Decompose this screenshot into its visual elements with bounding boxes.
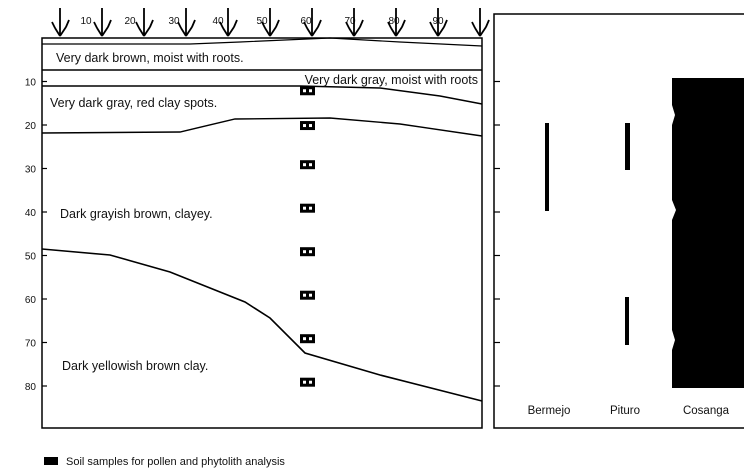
column-label-pituro: Pituro — [610, 405, 640, 417]
boundary-layer1-top — [42, 37, 483, 47]
top-tick-label: 40 — [212, 16, 224, 27]
depth-tick-label: 70 — [25, 339, 37, 350]
legend: Soil samples for pollen and phytolith an… — [44, 456, 285, 468]
layer-label-very-dark-gray-clay: Very dark gray, red clay spots. — [50, 96, 217, 110]
root-mark — [471, 8, 490, 37]
root-mark — [429, 8, 448, 37]
bermejo-bar — [545, 123, 549, 211]
soil-sample-marker — [300, 203, 315, 213]
root-mark — [261, 8, 280, 37]
root-mark — [135, 8, 154, 37]
legend-text: Soil samples for pollen and phytolith an… — [66, 456, 285, 468]
depth-tick-label: 80 — [25, 382, 37, 393]
phases-frame — [493, 13, 744, 429]
top-tick-label: 20 — [124, 16, 136, 27]
soil-sample-marker — [300, 334, 315, 344]
depth-tick-label: 60 — [25, 295, 37, 306]
sample-markers — [300, 86, 315, 387]
soil-sample-marker — [300, 247, 315, 257]
depth-tick-label: 30 — [25, 165, 37, 176]
root-mark — [387, 8, 406, 37]
top-tick-label: 30 — [168, 16, 180, 27]
layer-label-dark-grayish-brown: Dark grayish brown, clayey. — [60, 207, 213, 221]
depth-tick-label: 50 — [25, 252, 37, 263]
top-tick-label: 80 — [388, 16, 400, 27]
boundary-layer2 — [42, 85, 483, 105]
column-label-cosanga: Cosanga — [683, 405, 730, 417]
pituro-bar-upper — [625, 123, 630, 170]
phases-depth-ticks — [494, 80, 500, 387]
layer-label-dark-yellowish-brown: Dark yellowish brown clay. — [62, 359, 208, 373]
soil-sample-marker — [300, 290, 315, 300]
soil-sample-marker — [300, 160, 315, 170]
layer-label-very-dark-gray-roots: Very dark gray, moist with roots — [305, 73, 478, 87]
root-mark — [93, 8, 112, 37]
soil-sample-marker — [300, 121, 315, 131]
top-tick-label: 60 — [300, 16, 312, 27]
top-tick-label: 70 — [344, 16, 356, 27]
depth-tick-label: 10 — [25, 78, 37, 89]
layer-label-very-dark-brown: Very dark brown, moist with roots. — [56, 51, 244, 65]
root-mark — [345, 8, 364, 37]
root-mark — [51, 8, 70, 37]
column-label-bermejo: Bermejo — [528, 405, 571, 417]
soil-sample-marker — [300, 86, 315, 96]
top-tick-label: 10 — [80, 16, 92, 27]
legend-marker — [44, 457, 58, 465]
boundary-layer4 — [41, 248, 483, 402]
depth-axis: 10 20 30 40 50 60 70 80 — [25, 78, 47, 393]
depth-tick-label: 20 — [25, 121, 37, 132]
cosanga-block — [672, 78, 744, 388]
root-mark — [177, 8, 196, 37]
profile-frame — [41, 37, 483, 429]
boundary-layer3 — [41, 117, 483, 137]
depth-tick-label: 40 — [25, 208, 37, 219]
soil-sample-marker — [300, 377, 315, 387]
pituro-bar-lower — [625, 297, 629, 345]
root-marks — [51, 8, 490, 37]
root-mark — [219, 8, 238, 37]
root-mark — [303, 8, 322, 37]
top-tick-label: 50 — [256, 16, 268, 27]
phases-panel: Bermejo Pituro Cosanga — [493, 13, 744, 429]
